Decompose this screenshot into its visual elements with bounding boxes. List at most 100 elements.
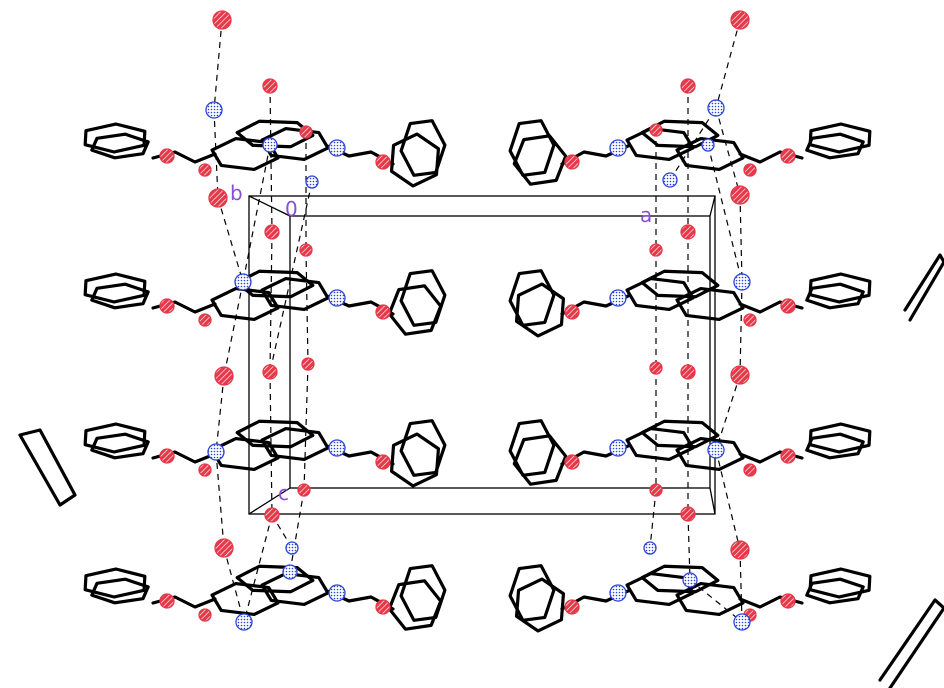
terminal-ring <box>512 434 568 486</box>
nitrogen-atom <box>682 572 698 588</box>
nitrogen-atom <box>328 584 346 602</box>
oxygen-atom <box>680 224 696 240</box>
oxygen-atom <box>159 448 175 464</box>
oxygen-atom <box>649 243 663 257</box>
nitrogen-atom <box>328 139 346 157</box>
nitrogen-atom <box>205 101 223 119</box>
oxygen-atom <box>649 361 663 375</box>
molecule <box>83 419 447 488</box>
terminal-ring <box>90 432 150 460</box>
molecule <box>83 564 447 631</box>
nitrogen-atom <box>609 584 627 602</box>
oxygen-atom <box>743 163 757 177</box>
oxygen-atom <box>262 364 278 380</box>
molecule <box>508 119 872 186</box>
central-ring <box>210 286 280 322</box>
hydrogen-bond <box>269 85 273 233</box>
nitrogen-atom <box>707 441 725 459</box>
nitrogen-atom <box>609 289 627 307</box>
oxygen-atom <box>730 540 750 560</box>
oxygen-atom <box>730 10 750 30</box>
oxygen-atom <box>264 507 280 523</box>
oxygen-atom <box>299 243 313 257</box>
nitrogen-atom <box>662 172 678 188</box>
hydrogen-bond <box>223 281 244 377</box>
oxygen-atom <box>159 593 175 609</box>
edge-ring-fragment <box>878 598 944 688</box>
central-ring <box>675 136 745 172</box>
central-ring <box>675 436 745 472</box>
oxygen-atom <box>780 148 796 164</box>
hydrogen-bond <box>217 197 244 283</box>
terminal-ring <box>508 269 556 327</box>
hydrogen-bond <box>215 375 225 453</box>
terminal-ring <box>805 282 865 310</box>
terminal-ring <box>83 567 147 599</box>
nitrogen-atom <box>609 139 627 157</box>
terminal-ring <box>508 419 556 477</box>
hydrogen-bond <box>739 281 743 376</box>
oxygen-atom <box>564 454 580 470</box>
hydrogen-bond <box>715 19 741 109</box>
oxygen-atom <box>780 448 796 464</box>
hydrogen-bond <box>715 107 741 196</box>
central-ring <box>640 119 720 149</box>
edge-fragments <box>18 253 944 688</box>
nitrogen-atom <box>234 273 252 291</box>
terminal-ring <box>83 422 147 454</box>
oxygen-atom <box>198 608 212 622</box>
axis-label-origin: 0 <box>285 197 298 221</box>
terminal-ring <box>389 432 441 488</box>
hydrogen-bond <box>289 489 305 573</box>
nitrogen-atom <box>207 443 225 461</box>
nitrogen-atom <box>285 541 299 555</box>
oxygen-atom <box>649 123 663 137</box>
oxygen-atom <box>680 78 696 94</box>
oxygen-atom <box>208 188 228 208</box>
nitrogen-atom <box>305 175 319 189</box>
oxygen-atom <box>198 163 212 177</box>
terminal-ring <box>399 564 447 622</box>
molecule <box>508 269 872 338</box>
hydrogen-bond <box>669 107 717 181</box>
terminal-ring <box>90 132 150 160</box>
molecule <box>83 269 447 336</box>
hydrogen-bond <box>213 19 223 111</box>
central-ring <box>625 276 695 312</box>
central-ring <box>675 581 745 617</box>
molecule <box>83 119 447 188</box>
oxygen-atom <box>780 593 796 609</box>
oxygen-atom <box>680 506 696 522</box>
axis-label-a: a <box>640 203 652 227</box>
terminal-ring <box>83 272 147 304</box>
oxygen-atom <box>680 364 696 380</box>
central-ring <box>235 119 315 149</box>
terminal-ring <box>399 269 447 327</box>
atoms <box>159 10 796 631</box>
oxygen-atom <box>564 599 580 615</box>
terminal-ring <box>805 132 865 160</box>
central-ring <box>640 269 720 299</box>
central-ring <box>625 426 695 462</box>
oxygen-atom <box>198 463 212 477</box>
central-ring <box>260 276 330 312</box>
oxygen-atom <box>159 148 175 164</box>
hydrogen-bond <box>242 144 271 283</box>
oxygen-atom <box>743 463 757 477</box>
nitrogen-atom <box>235 613 253 631</box>
oxygen-atom <box>301 357 315 371</box>
central-ring <box>640 564 720 594</box>
terminal-ring <box>399 419 447 477</box>
oxygen-atom <box>212 10 232 30</box>
nitrogen-atom <box>262 137 278 153</box>
hydrogen-bonds <box>213 19 743 623</box>
central-ring <box>260 126 330 162</box>
nitrogen-atom <box>282 564 298 580</box>
terminal-ring <box>508 564 556 622</box>
nitrogen-atom <box>328 439 346 457</box>
oxygen-atom <box>564 304 580 320</box>
nitrogen-atom <box>643 541 657 555</box>
oxygen-atom <box>198 313 212 327</box>
terminal-ring <box>514 577 566 633</box>
